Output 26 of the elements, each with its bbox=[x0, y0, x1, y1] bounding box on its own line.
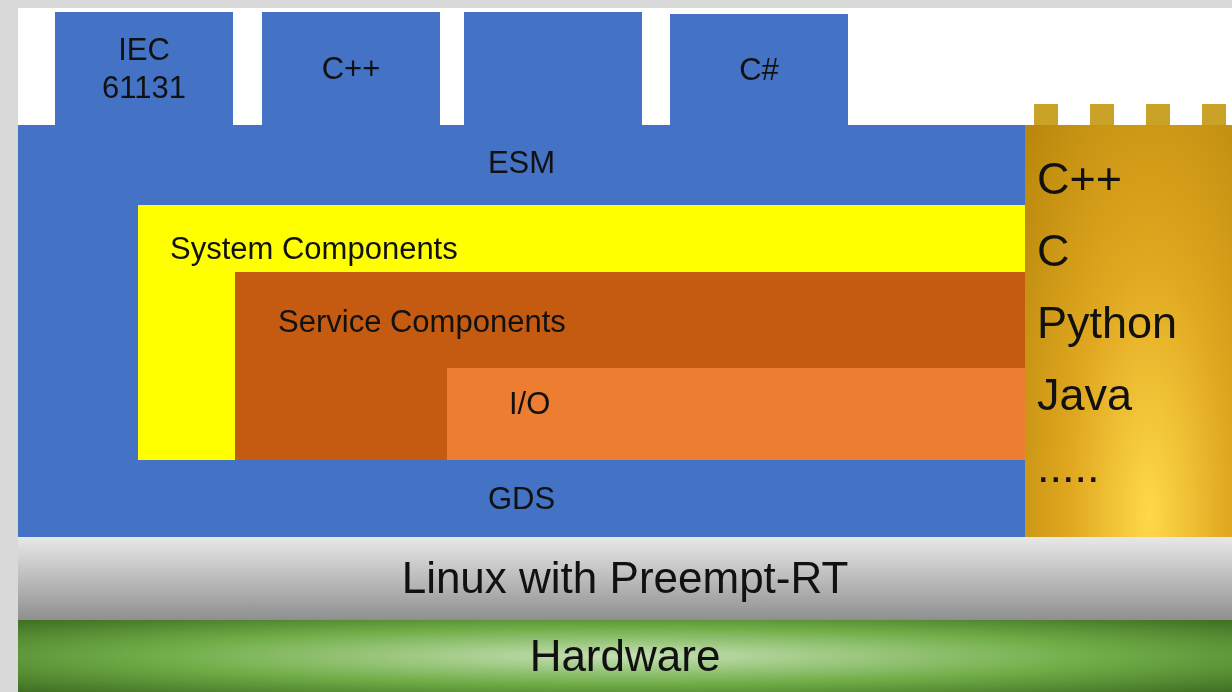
tab-box bbox=[55, 12, 233, 125]
tab-box bbox=[262, 12, 440, 125]
language-label: Java bbox=[1037, 368, 1134, 422]
layer-label: GDS bbox=[486, 481, 557, 517]
layer-label: ESM bbox=[486, 145, 557, 181]
layer-box bbox=[447, 368, 1025, 460]
layer-box bbox=[18, 125, 1025, 537]
layer-box bbox=[235, 272, 1025, 460]
layer-label: Service Components bbox=[278, 304, 566, 340]
hardware-layer-band bbox=[18, 620, 1232, 692]
layer-box bbox=[138, 205, 1025, 460]
layer-label: C# bbox=[739, 50, 779, 89]
tab-box bbox=[670, 14, 848, 125]
language-panel bbox=[1025, 125, 1232, 537]
tab-box bbox=[464, 12, 642, 125]
language-label: ..... bbox=[1037, 440, 1101, 494]
language-label: Python bbox=[1037, 296, 1179, 350]
layer-label: IEC 61131 bbox=[101, 31, 187, 106]
layer-label: Hardware bbox=[529, 629, 721, 682]
layer-label: C++ bbox=[321, 49, 381, 88]
language-label: C bbox=[1037, 224, 1071, 278]
layer-label: System Components bbox=[170, 231, 458, 267]
language-label: C++ bbox=[1037, 152, 1124, 206]
layer-label: I/O bbox=[509, 386, 551, 422]
os-layer-band bbox=[18, 537, 1232, 620]
layer-label: Linux with Preempt-RT bbox=[401, 552, 849, 605]
